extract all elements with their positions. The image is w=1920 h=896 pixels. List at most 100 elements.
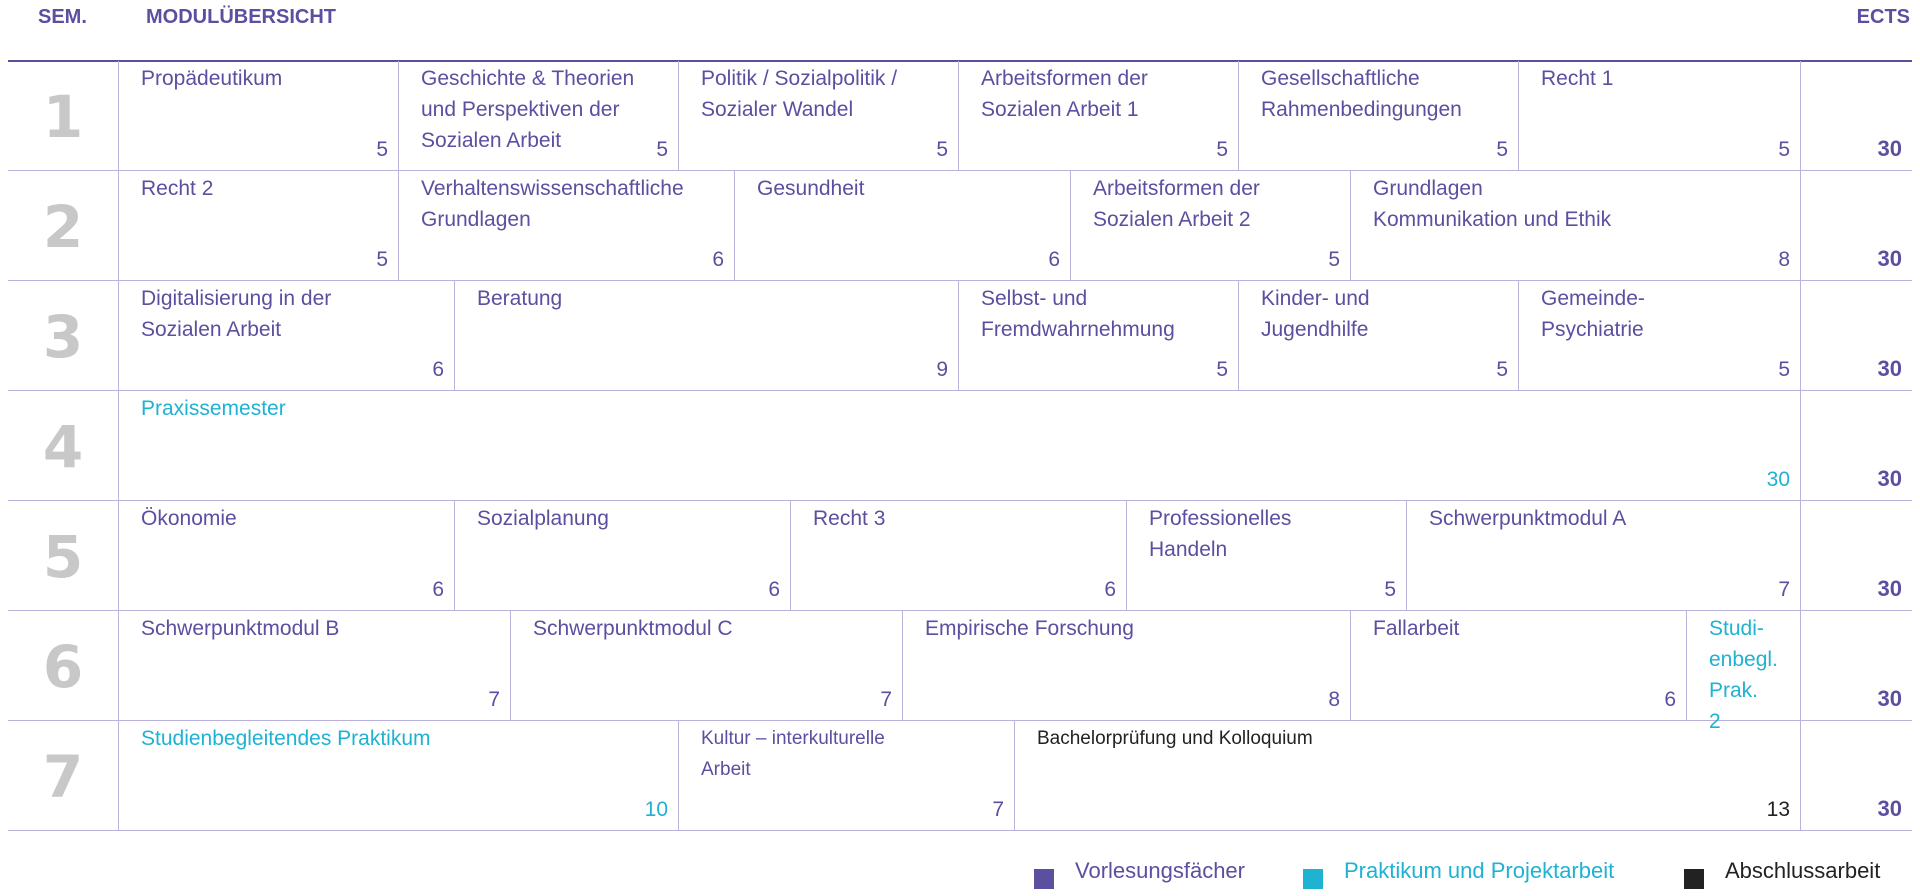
module-ects: 6 (768, 578, 780, 601)
module-ects: 5 (1216, 358, 1228, 381)
module-name: Schwerpunktmodul A (1429, 507, 1627, 530)
semester-number: 1 (8, 61, 119, 171)
module-name: Kultur – interkulturelle Arbeit (701, 728, 885, 780)
module-ects: 5 (1496, 138, 1508, 161)
module-ects: 5 (1216, 138, 1228, 161)
semester-row-3: 3 Digitalisierung in der Sozialen Arbeit 6… (8, 281, 1912, 391)
module-ects: 7 (488, 688, 500, 711)
module-cell: Digitalisierung in der Sozialen Arbeit 6 (119, 281, 455, 390)
module-ects: 5 (1384, 578, 1396, 601)
module-name: Arbeitsformen der Sozialen Arbeit 1 (981, 67, 1148, 121)
module-name: Geschichte & Theorien und Perspektiven d… (421, 67, 635, 152)
semester-total-ects: 30 (1877, 246, 1902, 271)
semester-total-ects: 30 (1877, 136, 1902, 161)
module-cell: Arbeitsformen der Sozialen Arbeit 2 5 (1071, 171, 1351, 280)
module-ects: 6 (1664, 688, 1676, 711)
module-ects: 6 (1048, 248, 1060, 271)
module-cell: Geschichte & Theorien und Perspektiven d… (399, 61, 679, 170)
module-ects: 5 (1778, 358, 1790, 381)
module-ects: 6 (712, 248, 724, 271)
legend-swatch (1034, 869, 1054, 889)
module-ects: 10 (644, 798, 668, 821)
semester-number: 5 (8, 501, 119, 611)
module-ects: 6 (1104, 578, 1116, 601)
module-ects: 8 (1328, 688, 1340, 711)
semester-total-ects: 30 (1877, 686, 1902, 711)
module-name: Selbst- und Fremdwahrnehmung (981, 287, 1175, 341)
module-name: Grundlagen Kommunikation und Ethik (1373, 177, 1612, 231)
semester-row-7: 7 Studienbegleitendes Praktikum 10 Kultur –… (8, 721, 1912, 831)
module-name: Studienbegleitendes Praktikum (141, 727, 431, 750)
module-cell: Grundlagen Kommunikation und Ethik 8 (1351, 171, 1801, 280)
module-name: Gesellschaftliche Rahmenbedingungen (1261, 67, 1462, 121)
module-ects: 30 (1766, 468, 1790, 491)
semester-column-header: SEM. (38, 6, 87, 28)
semester-row-4: 4 Praxissemester 30 30 (8, 391, 1912, 501)
module-name: Recht 2 (141, 177, 214, 200)
module-cell: Gemeinde- Psychiatrie 5 (1519, 281, 1801, 390)
module-ects: 6 (432, 578, 444, 601)
module-cell: Studi- enbegl. Prak. 2 (1687, 611, 1801, 733)
module-cell: Kultur – interkulturelle Arbeit 7 (679, 721, 1015, 830)
semester-number: 7 (8, 721, 119, 831)
module-name: Digitalisierung in der Sozialen Arbeit (141, 287, 332, 341)
semester-number: 6 (8, 611, 119, 721)
semester-total-ects: 30 (1877, 466, 1902, 491)
legend-label: Praktikum und Projektarbeit (1344, 858, 1615, 883)
module-cell: Arbeitsformen der Sozialen Arbeit 1 5 (959, 61, 1239, 170)
module-cell: Gesundheit 6 (735, 171, 1071, 280)
semester-number: 3 (8, 281, 119, 391)
semester-total-ects: 30 (1877, 796, 1902, 821)
module-cell: Sozialplanung 6 (455, 501, 791, 610)
module-ects: 5 (1328, 248, 1340, 271)
module-name: Schwerpunktmodul C (533, 617, 733, 640)
module-cell: Beratung 9 (455, 281, 959, 390)
module-ects: 6 (432, 358, 444, 381)
module-ects: 7 (880, 688, 892, 711)
legend-swatch (1684, 869, 1704, 889)
semester-total-ects: 30 (1877, 356, 1902, 381)
module-name: Recht 1 (1541, 67, 1614, 90)
module-name: Praxissemester (141, 397, 286, 420)
module-cell: Praxissemester 30 (119, 391, 1801, 500)
module-cell: Professionelles Handeln 5 (1127, 501, 1407, 610)
module-name: Arbeitsformen der Sozialen Arbeit 2 (1093, 177, 1260, 231)
module-cell: Schwerpunktmodul C 7 (511, 611, 903, 720)
header-divider (8, 60, 1912, 62)
module-ects: 8 (1778, 248, 1790, 271)
module-name: Sozialplanung (477, 507, 609, 530)
module-name: Professionelles Handeln (1149, 507, 1292, 561)
module-ects: 13 (1766, 798, 1790, 821)
module-name: Gesundheit (757, 177, 865, 200)
module-cells: Studienbegleitendes Praktikum 10 Kultur – … (119, 721, 1801, 830)
semester-number: 4 (8, 391, 119, 501)
module-ects: 9 (936, 358, 948, 381)
module-name: Beratung (477, 287, 563, 310)
legend-swatch (1303, 869, 1323, 889)
legend-label: Vorlesungsfächer (1075, 858, 1245, 883)
module-name: Studi- enbegl. Prak. 2 (1709, 617, 1778, 733)
module-overview-header: MODULÜBERSICHT (146, 6, 336, 28)
module-cell: Selbst- und Fremdwahrnehmung 5 (959, 281, 1239, 390)
module-ects: 7 (992, 798, 1004, 821)
module-name: Gemeinde- Psychiatrie (1541, 287, 1645, 341)
ects-column-header: ECTS (1856, 6, 1910, 28)
module-ects: 5 (376, 138, 388, 161)
